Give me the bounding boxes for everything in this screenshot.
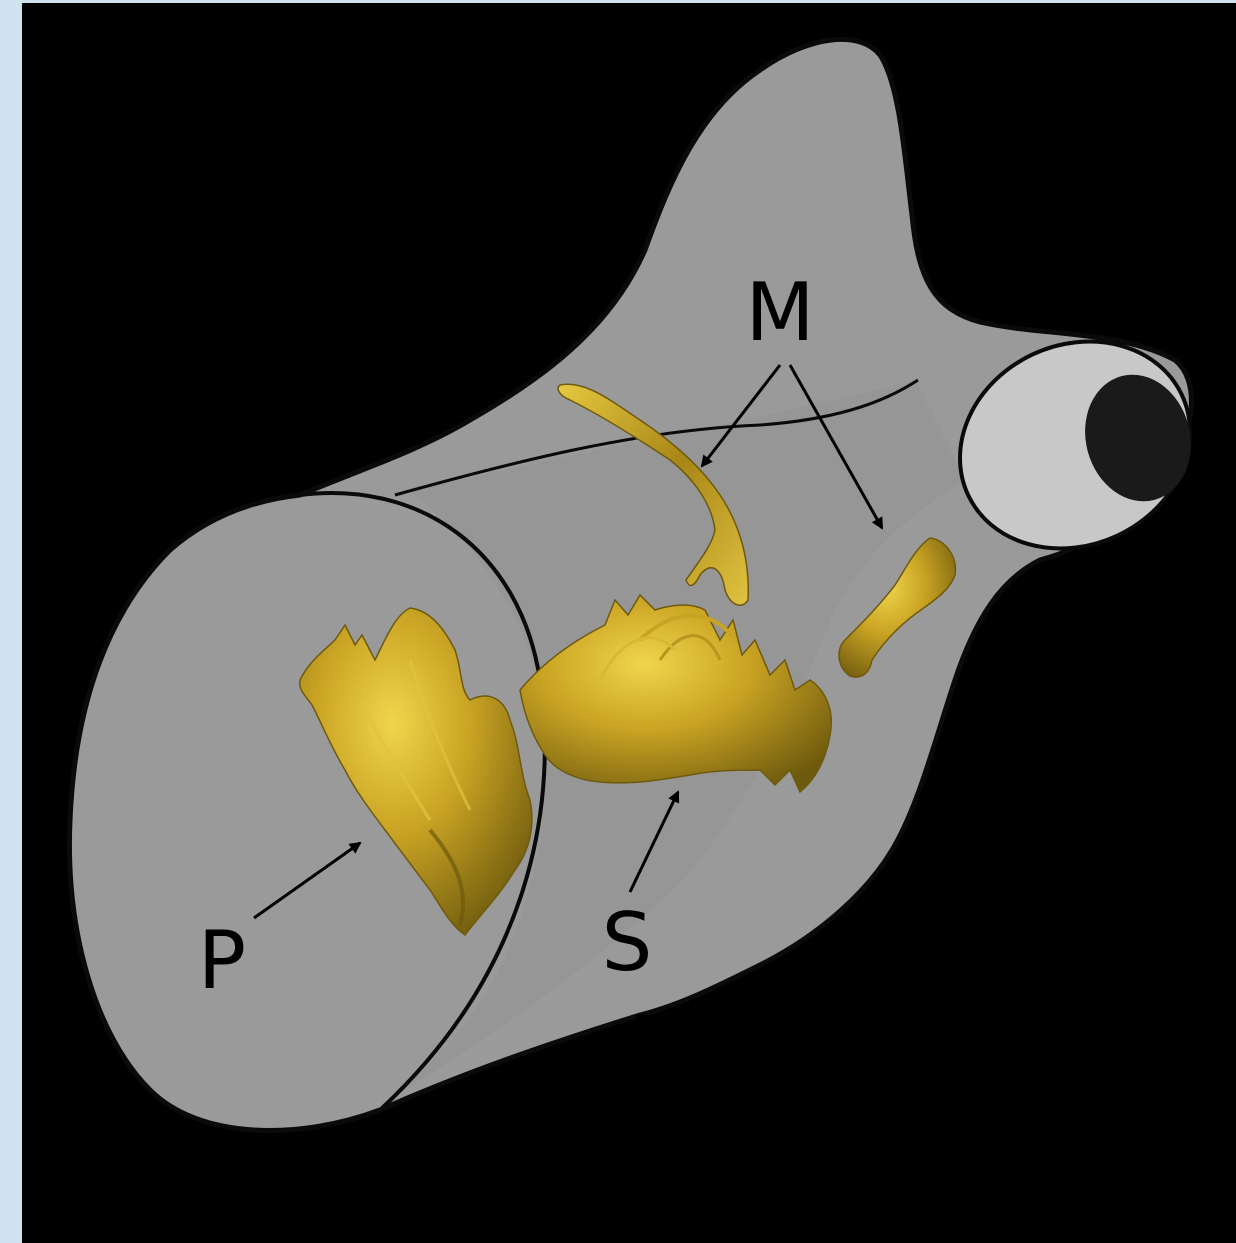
bottom-notch	[636, 1015, 766, 1085]
label-m: M	[745, 266, 814, 359]
label-s: S	[602, 896, 653, 989]
label-p: P	[198, 914, 246, 1007]
